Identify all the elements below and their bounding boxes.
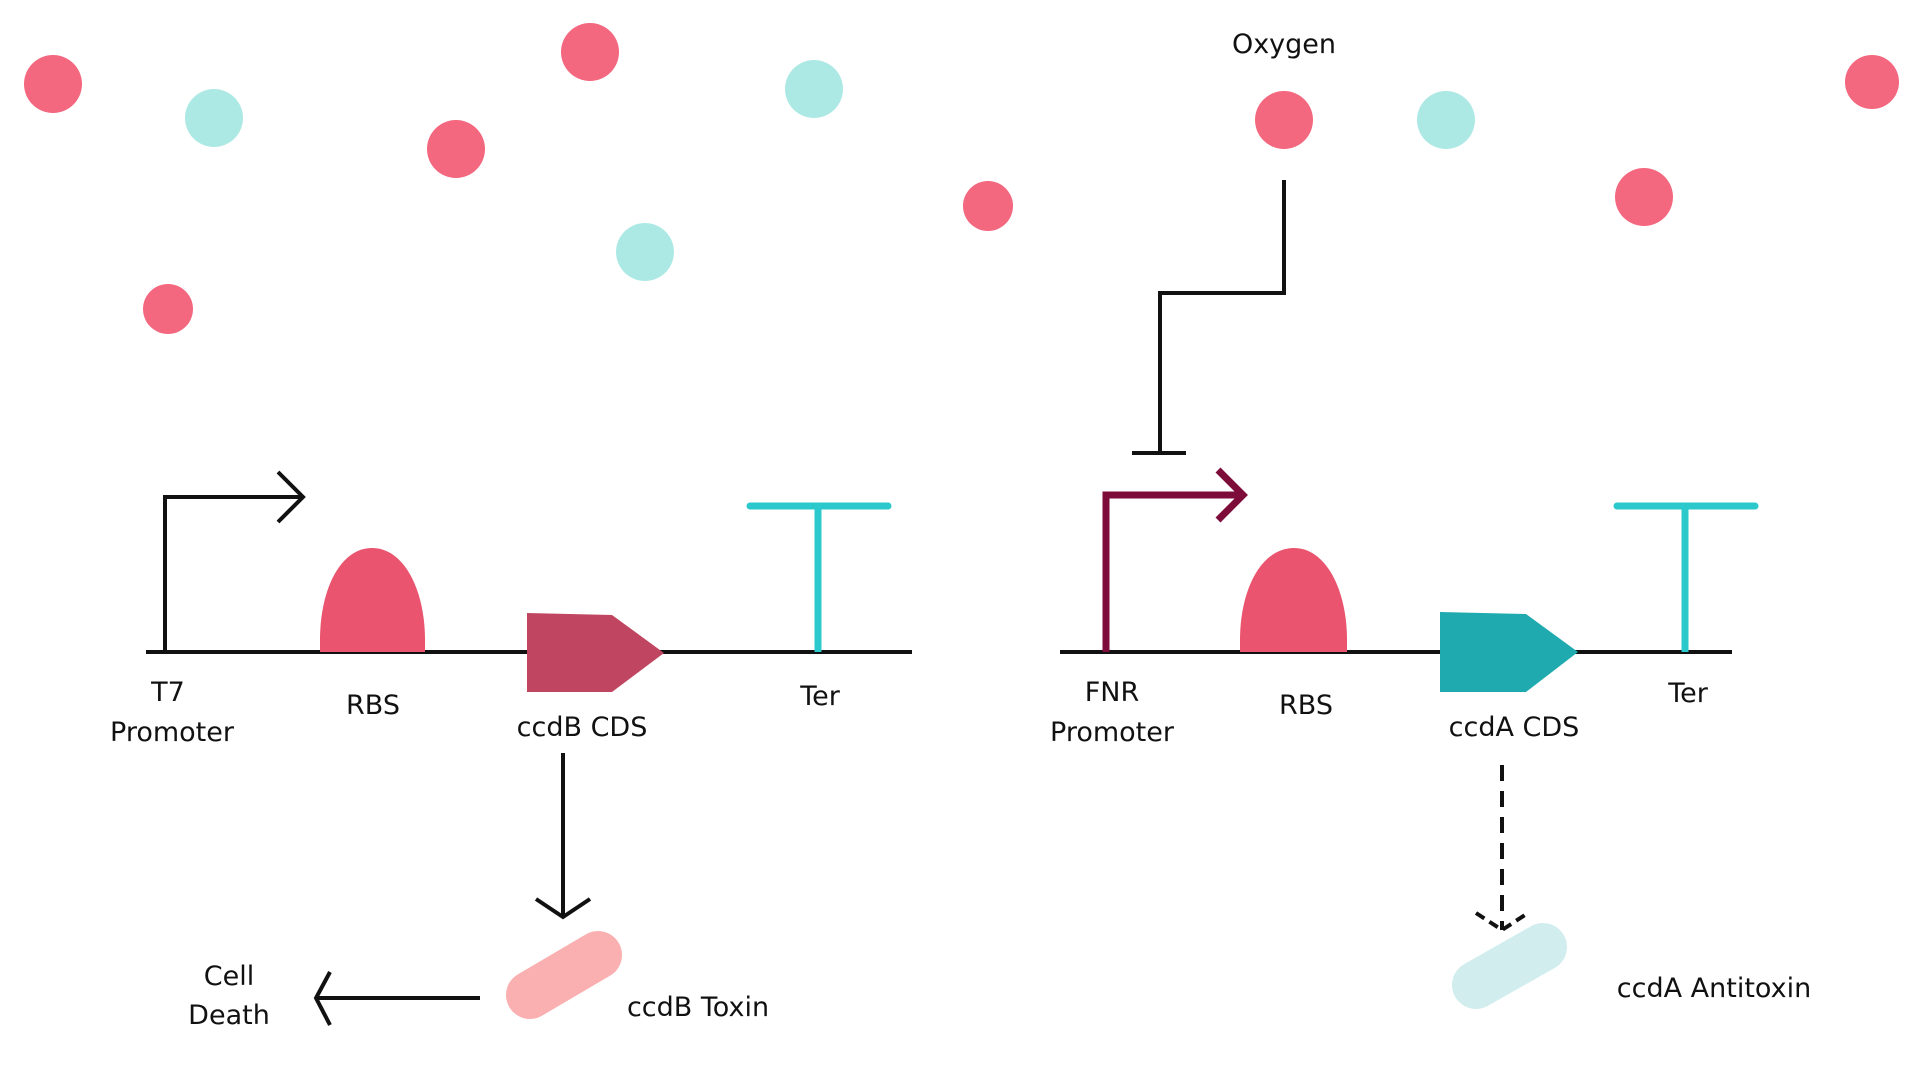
molecules-group xyxy=(24,23,1899,334)
terminator-right-icon xyxy=(1613,502,1759,652)
rbs-left-shape xyxy=(320,548,425,652)
cell-death-label-line2: Death xyxy=(188,1000,270,1031)
cyan-molecule xyxy=(785,60,843,118)
ccdb-toxin-label: ccdB Toxin xyxy=(627,992,769,1023)
oxygen-molecule xyxy=(1845,55,1899,109)
cell-death-arrowhead-icon xyxy=(313,971,332,1026)
oxygen-molecule xyxy=(963,181,1013,231)
ccda-expression-arrowhead-icon xyxy=(1474,911,1530,933)
left-construct: T7 Promoter RBS ccdB CDS Ter ccdB Toxin … xyxy=(110,470,912,1031)
fnr-promoter-label-line1: FNR xyxy=(1085,677,1140,708)
cyan-molecule xyxy=(1417,91,1475,149)
cell-death-label-line1: Cell xyxy=(204,961,254,992)
ccda-cds-label: ccdA CDS xyxy=(1449,712,1580,743)
ccdb-toxin-shape xyxy=(506,931,622,1019)
oxygen-repression-line xyxy=(1158,180,1286,453)
oxygen-molecule xyxy=(1615,168,1673,226)
fnr-promoter-arrow-icon xyxy=(1102,467,1248,652)
oxygen-molecule xyxy=(24,55,82,113)
rbs-right-label: RBS xyxy=(1279,690,1333,721)
right-construct: FNR Promoter RBS ccdA CDS Ter ccdA Antit… xyxy=(1050,467,1811,1009)
ccda-antitoxin-shape xyxy=(1452,923,1567,1009)
oxygen-molecule xyxy=(427,120,485,178)
ccda-antitoxin-label: ccdA Antitoxin xyxy=(1617,973,1811,1004)
cyan-molecule xyxy=(616,223,674,281)
oxygen-label: Oxygen xyxy=(1232,29,1336,60)
rbs-right-shape xyxy=(1240,548,1347,652)
ccdb-cds-shape xyxy=(527,613,664,692)
ccdb-expression-arrowhead-icon xyxy=(534,897,592,920)
oxygen-molecule xyxy=(143,284,193,334)
ter-right-label: Ter xyxy=(1667,678,1709,709)
ccdb-cds-label: ccdB CDS xyxy=(517,712,648,743)
fnr-promoter-label-line2: Promoter xyxy=(1050,717,1175,748)
t7-promoter-arrow-icon xyxy=(163,470,306,652)
t7-promoter-label-line1: T7 xyxy=(150,677,185,708)
oxygen-molecule xyxy=(561,23,619,81)
terminator-left-icon xyxy=(746,502,892,652)
ccda-cds-shape xyxy=(1440,612,1578,692)
rbs-left-label: RBS xyxy=(346,690,400,721)
ter-left-label: Ter xyxy=(799,681,841,712)
t7-promoter-label-line2: Promoter xyxy=(110,717,235,748)
oxygen-molecule xyxy=(1255,91,1313,149)
cyan-molecule xyxy=(185,89,243,147)
